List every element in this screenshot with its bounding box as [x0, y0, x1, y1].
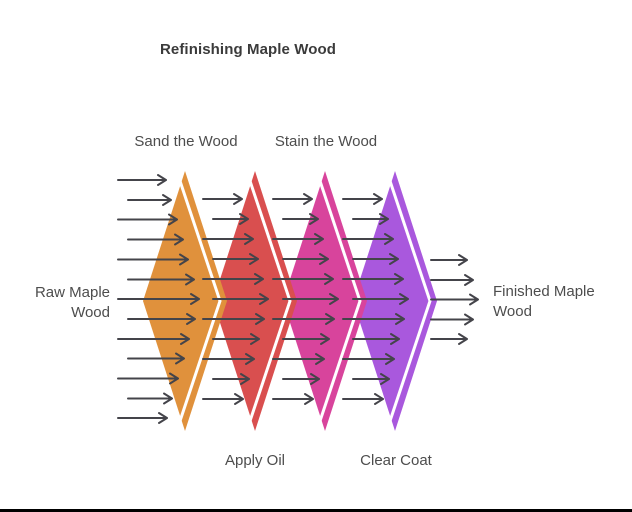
flow-arrow [212, 333, 260, 345]
flow-arrow [352, 213, 389, 225]
flow-arrow [117, 213, 178, 226]
flow-arrow [352, 253, 399, 265]
flow-arrow [282, 253, 329, 265]
stage-label-oil: Apply Oil [224, 452, 286, 469]
diamond-highlight-stripe [246, 174, 292, 428]
flow-arrow [272, 393, 314, 405]
flow-arrow [202, 313, 265, 325]
flow-arrow [342, 393, 384, 405]
stage-label-sand: Sand the Wood [134, 133, 238, 150]
flow-arrow [202, 353, 255, 365]
flow-arrow [202, 193, 243, 205]
flow-arrow [117, 333, 190, 345]
flow-arrow [352, 373, 390, 385]
flow-arrow [272, 313, 335, 325]
output-label: Finished Maple Wood [493, 283, 595, 320]
flow-arrow [127, 352, 185, 365]
output-flow-arrow [430, 254, 468, 266]
output-flow-arrow [430, 274, 474, 286]
diamond-shape [143, 171, 227, 431]
output-flow-arrow [430, 293, 479, 306]
flow-arrow [117, 372, 179, 385]
diamond-shape [353, 171, 437, 431]
flow-arrow [282, 213, 319, 225]
stage-label-stain: Stain the Wood [274, 133, 378, 150]
flow-arrow [282, 333, 330, 345]
flow-arrow [117, 293, 200, 305]
flow-arrow [272, 353, 325, 365]
flow-arrow [342, 273, 404, 285]
input-label: Raw Maple Wood [34, 284, 110, 321]
flow-arrow [127, 194, 172, 206]
flow-arrow [212, 213, 249, 225]
flow-arrow [117, 253, 189, 266]
flow-arrow [282, 293, 339, 305]
flow-arrow [127, 273, 195, 286]
flow-arrow [127, 233, 184, 246]
flow-arrow [342, 193, 383, 205]
stage-diamond-1 [143, 171, 227, 431]
flow-arrow [342, 353, 395, 365]
stage-diamond-2 [213, 171, 297, 431]
diamond-highlight-stripe [386, 174, 432, 428]
diamond-highlight-stripe [316, 174, 362, 428]
flow-arrow [212, 253, 259, 265]
flow-arrow [127, 392, 173, 405]
diamond-shape [283, 171, 367, 431]
stage-diamond-3 [283, 171, 367, 431]
diamond-shape [213, 171, 297, 431]
flow-arrow [212, 293, 269, 305]
flow-arrow [342, 233, 394, 245]
flow-arrow [117, 412, 168, 424]
flow-arrow [352, 333, 400, 345]
flow-arrow [202, 393, 244, 405]
stage-label-clearcoat: Clear Coat [360, 452, 432, 469]
flow-arrow [272, 193, 313, 205]
output-flow-arrow [430, 333, 468, 345]
flow-arrow [127, 313, 196, 325]
flow-arrow [272, 273, 334, 285]
flow-arrow [342, 313, 405, 325]
flow-arrow [272, 233, 324, 245]
flow-arrow [212, 373, 250, 385]
flow-arrow [117, 174, 167, 186]
output-flow-arrow [430, 313, 474, 326]
diamond-highlight-stripe [176, 174, 222, 428]
flow-arrow [202, 273, 264, 285]
diagram-title: Refinishing Maple Wood [159, 41, 337, 58]
flow-arrow [352, 293, 409, 305]
flow-arrow [282, 373, 320, 385]
stage-diamond-4 [353, 171, 437, 431]
flow-arrow [202, 233, 254, 245]
